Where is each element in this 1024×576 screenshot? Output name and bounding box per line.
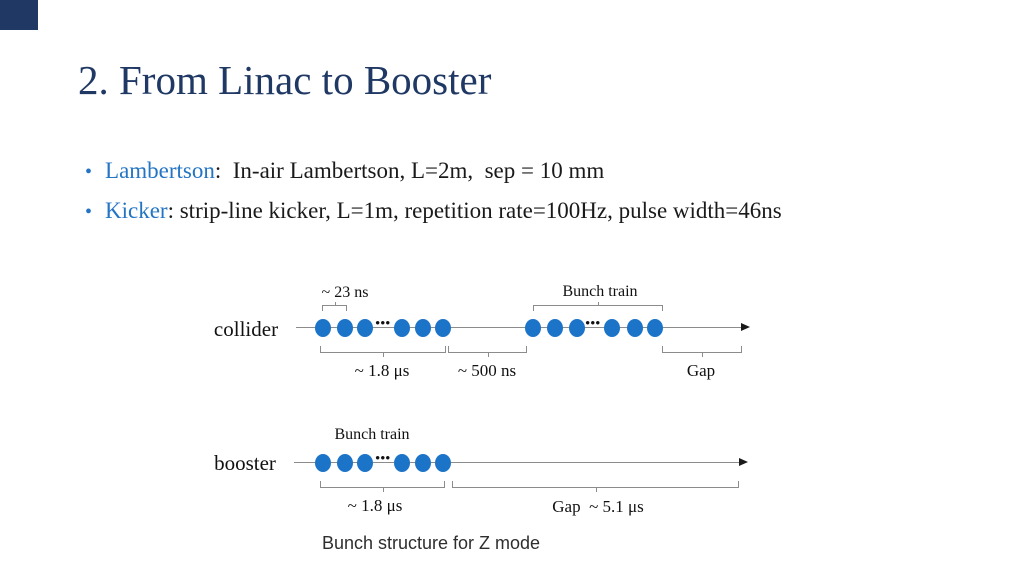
bullet-item-kicker: • Kicker: strip-line kicker, L=1m, repeti… <box>85 198 782 224</box>
timeline-arrowhead <box>739 458 748 466</box>
collider-bunch-train-bracket <box>533 302 663 311</box>
booster-bunch-train-label: Bunch train <box>334 426 410 443</box>
bracket-tick <box>383 352 385 357</box>
collider-gap-bracket <box>662 346 742 357</box>
bunch-dot <box>525 319 541 337</box>
collider-train-gap-label: ~ 500 ns <box>457 361 517 380</box>
booster-row-label: booster <box>214 451 276 475</box>
bullet-marker: • <box>85 161 93 183</box>
bunch-dot <box>604 319 620 337</box>
bunch-dot <box>315 319 331 337</box>
bunch-ellipsis: ••• <box>585 315 601 330</box>
bunch-spacing-bracket <box>322 302 347 311</box>
bullet-keyword: Lambertson <box>105 158 215 183</box>
bullet-item-lambertson: • Lambertson: In-air Lambertson, L=2m, se… <box>85 158 604 184</box>
bracket-tick <box>702 352 704 357</box>
bunch-dot <box>357 319 373 337</box>
bunch-dot <box>357 454 373 472</box>
booster-gap-bracket <box>452 481 739 492</box>
bunch-dot <box>394 454 410 472</box>
bracket-tick <box>598 302 600 306</box>
bunch-dot <box>435 454 451 472</box>
collider-timeline <box>296 327 742 329</box>
bunch-ellipsis: ••• <box>375 450 391 465</box>
bunch-dot <box>337 454 353 472</box>
bunch-dot <box>547 319 563 337</box>
bunch-dot <box>315 454 331 472</box>
bunch-ellipsis: ••• <box>375 315 391 330</box>
booster-gap-label: Gap ~ 5.1 μs <box>552 497 644 516</box>
bunch-spacing-label: ~ 23 ns <box>321 284 369 301</box>
bunch-dot <box>337 319 353 337</box>
timeline-arrowhead <box>741 323 750 331</box>
booster-train-length-label: ~ 1.8 μs <box>347 496 403 515</box>
bunch-dot <box>627 319 643 337</box>
page-title: 2. From Linac to Booster <box>78 57 492 103</box>
collider-train-gap-bracket <box>448 346 527 357</box>
collider-bunch-train-label: Bunch train <box>562 283 638 300</box>
diagram-caption: Bunch structure for Z mode <box>321 533 541 553</box>
bunch-dot <box>569 319 585 337</box>
bracket-tick <box>595 487 597 492</box>
bullet-text: : strip-line kicker, L=1m, repetition ra… <box>167 198 782 223</box>
bullet-keyword: Kicker <box>105 198 168 223</box>
booster-timeline <box>294 462 740 464</box>
bunch-dot <box>435 319 451 337</box>
bracket-tick <box>487 352 489 357</box>
bunch-dot <box>415 319 431 337</box>
bracket-tick <box>382 487 384 492</box>
collider-gap-label: Gap <box>686 361 716 380</box>
bullet-text: : In-air Lambertson, L=2m, sep = 10 mm <box>214 158 605 183</box>
collider-train-length-label: ~ 1.8 μs <box>354 361 410 380</box>
booster-train-length-bracket <box>320 481 445 492</box>
bracket-tick <box>334 302 336 306</box>
bunch-dot <box>415 454 431 472</box>
bunch-dot <box>647 319 663 337</box>
bunch-dot <box>394 319 410 337</box>
collider-row-label: collider <box>213 317 279 341</box>
slide-corner-accent <box>0 0 38 30</box>
bullet-marker: • <box>85 201 93 223</box>
collider-train-length-bracket <box>320 346 446 357</box>
